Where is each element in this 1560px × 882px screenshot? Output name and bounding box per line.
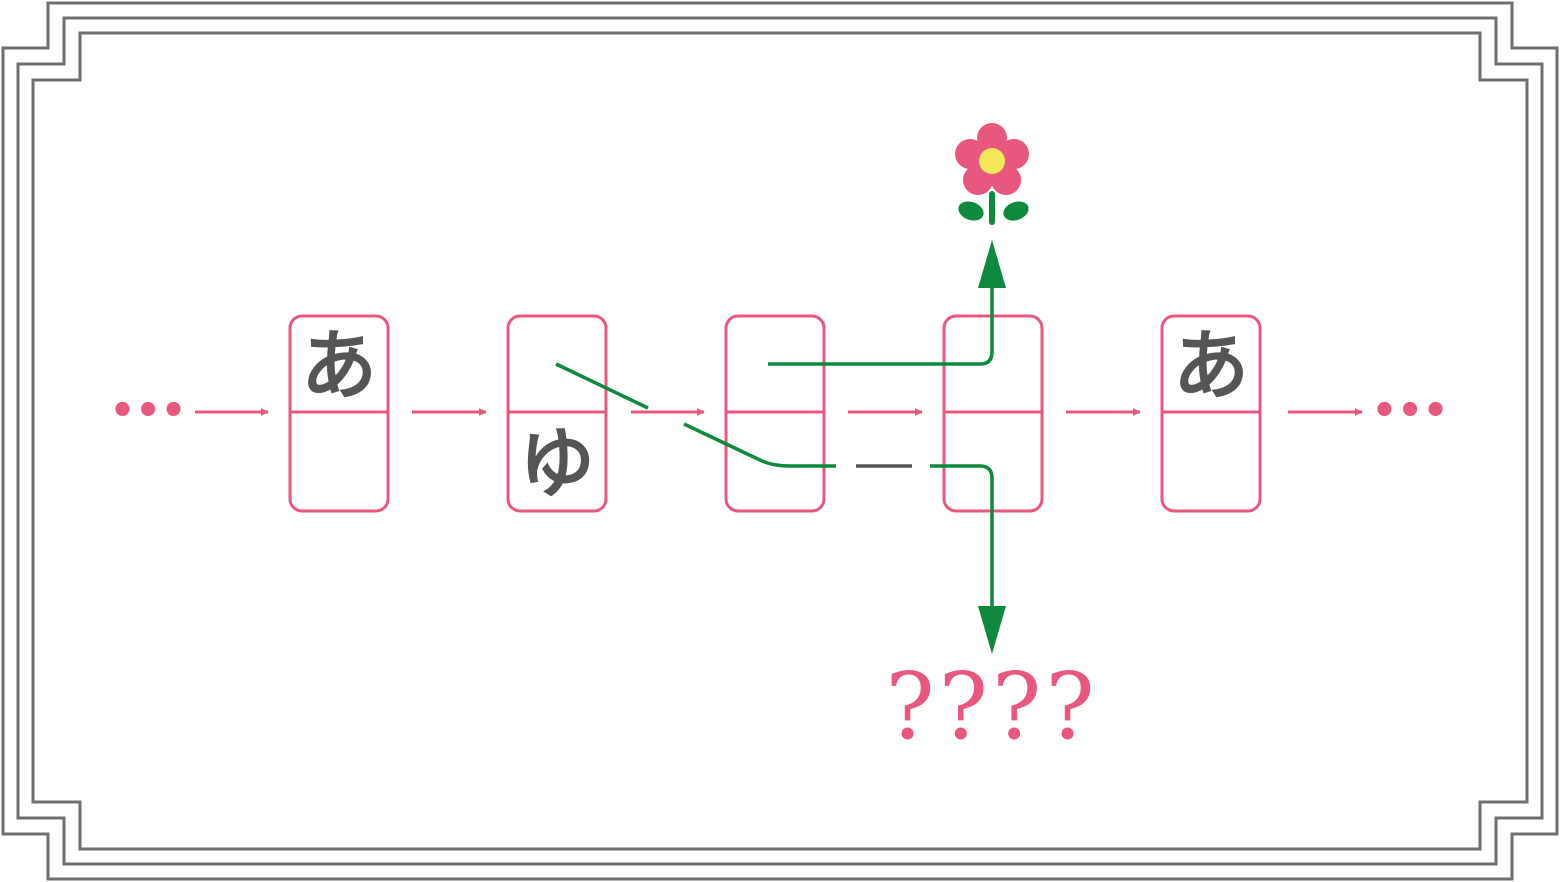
card-top-kana: あ: [301, 321, 377, 410]
flower-petals: [955, 123, 1029, 195]
lower-path: [930, 464, 994, 612]
trailing-dots: •••: [1372, 388, 1449, 434]
flower-center: [979, 148, 1005, 174]
diagonal-path-end: [683, 422, 836, 468]
flower-leaf-left: [958, 201, 984, 221]
up-arrow-head: [978, 240, 1006, 288]
leading-dots: •••: [110, 388, 187, 434]
card-2: ゆ: [506, 314, 608, 513]
frame-middle-border: [16, 16, 1544, 866]
card-5: あ: [1160, 314, 1262, 513]
flower-leaf-right: [1003, 201, 1029, 221]
upper-path: [768, 282, 994, 366]
card-bottom-kana: ゆ: [519, 419, 595, 508]
card-top-kana: あ: [1173, 321, 1249, 410]
frame-inner-border: [31, 31, 1529, 851]
green-paths: [555, 282, 994, 612]
flower-icon: [955, 123, 1029, 225]
diagonal-path-start: [555, 362, 649, 410]
card-3: [724, 314, 826, 513]
card-1: あ: [288, 314, 390, 513]
down-arrow-head: [978, 606, 1006, 654]
unknown-outcome-label: ????: [885, 653, 1098, 760]
